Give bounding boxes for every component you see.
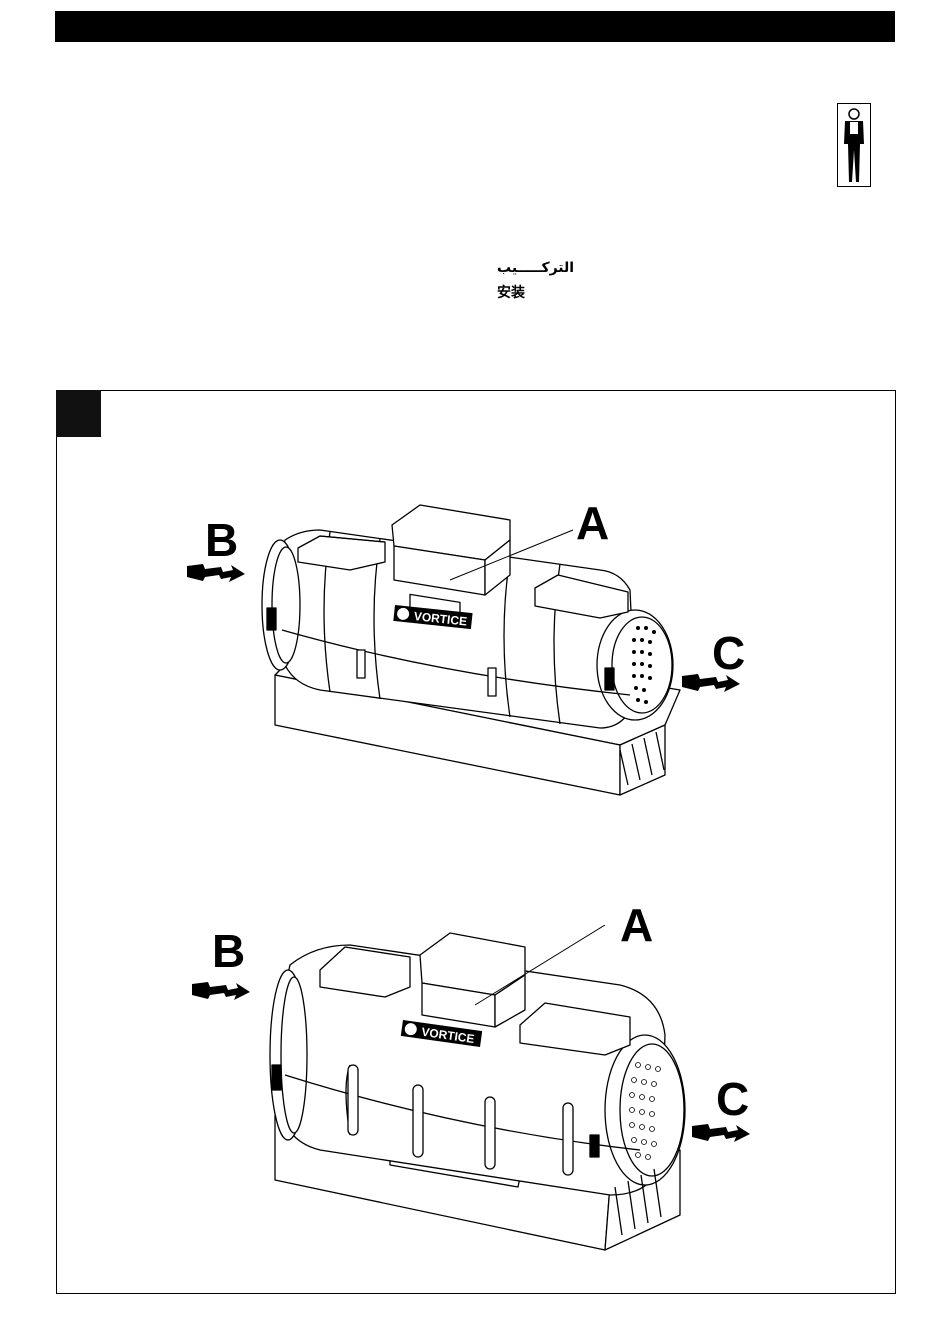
callout-a-bottom: A <box>620 902 653 948</box>
install-label-chinese: 安装 <box>497 282 587 302</box>
callout-c-top: C <box>712 630 745 676</box>
callout-c-bottom: C <box>716 1076 749 1122</box>
callout-b-bottom: B <box>212 928 245 974</box>
callout-b-top: B <box>205 517 238 563</box>
figure-number-box <box>56 390 101 437</box>
callout-a-top: A <box>576 500 609 546</box>
header-bar <box>55 11 895 42</box>
installer-person-icon <box>837 103 871 187</box>
airflow-in-arrow-icon <box>190 978 252 1004</box>
installation-labels: التركـــــيب 安装 <box>497 260 587 302</box>
install-label-arabic: التركـــــيب <box>497 260 587 276</box>
fan-illustration-top: VORTICE <box>180 500 760 800</box>
fan-illustration-bottom: VORTICE <box>260 925 700 1265</box>
